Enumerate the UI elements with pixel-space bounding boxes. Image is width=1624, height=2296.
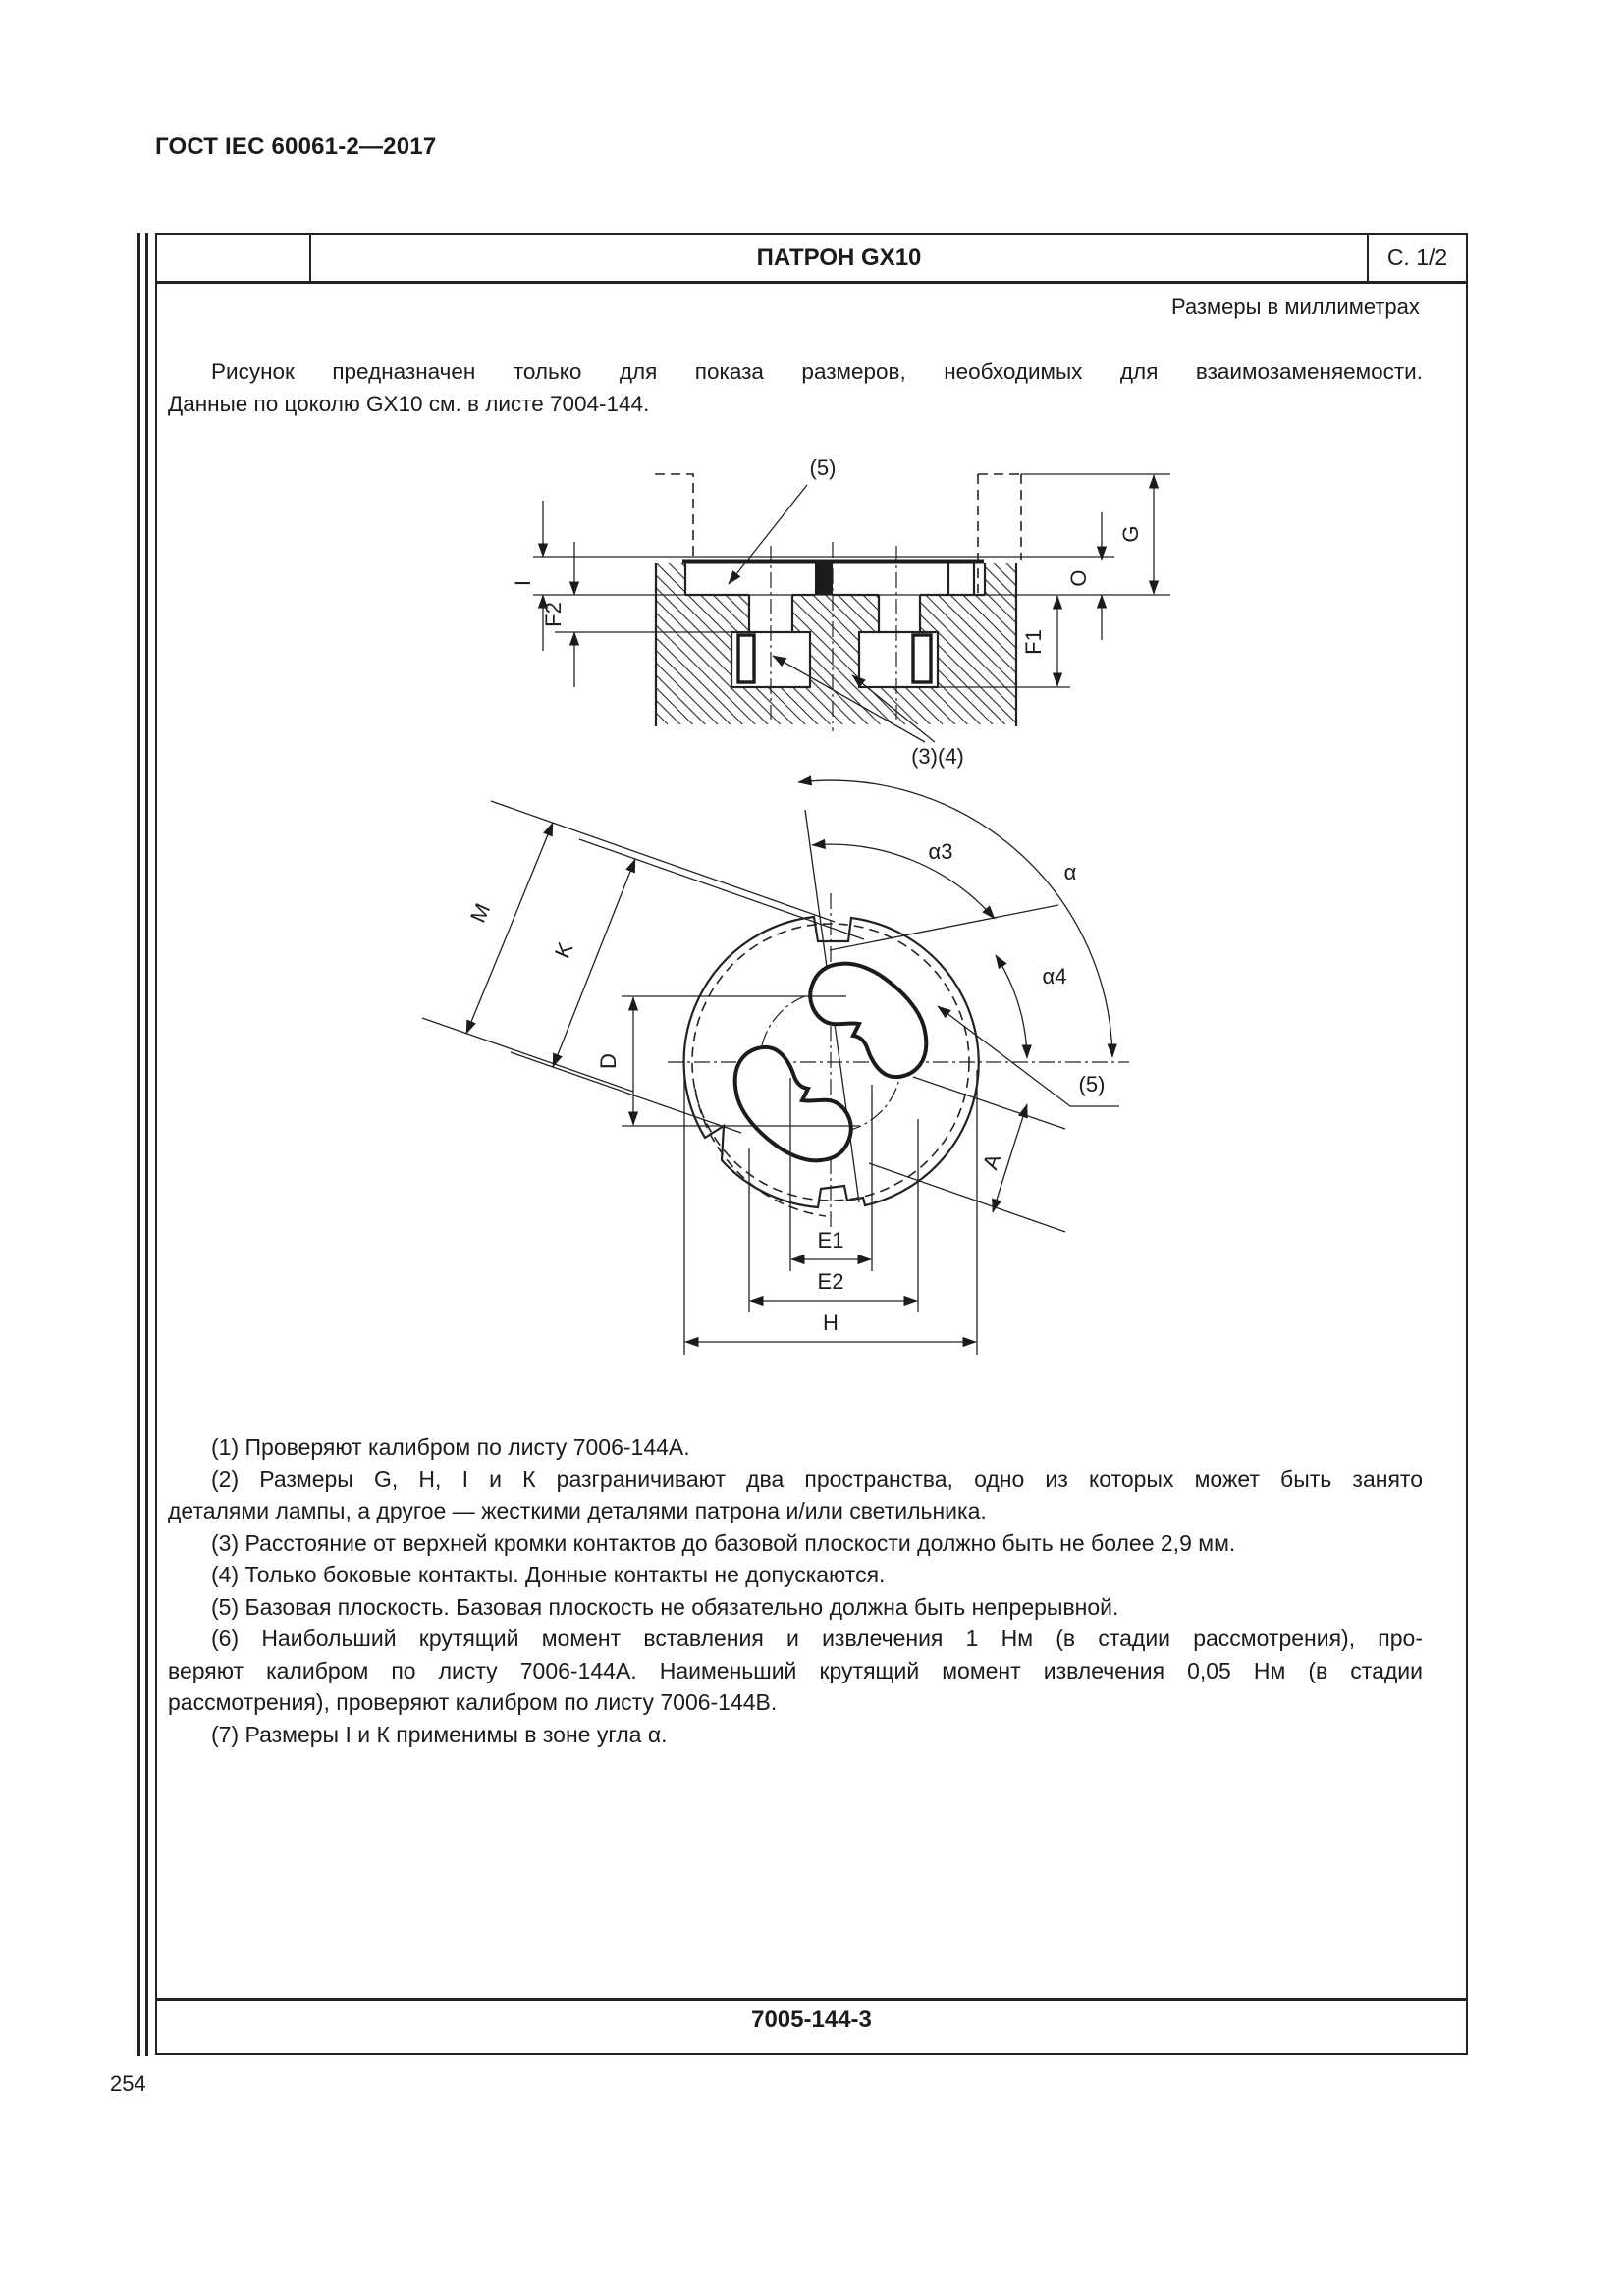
dim-I: I <box>511 501 549 651</box>
mk-extension-lines <box>421 800 865 1134</box>
page-number: 254 <box>110 2071 146 2096</box>
bottom-extension-lines <box>683 1070 978 1355</box>
dim-O-label: O <box>1066 569 1091 586</box>
dim-E2-label: E2 <box>818 1269 844 1294</box>
dim-E2: E2 <box>749 1269 918 1307</box>
channel-walls <box>747 595 922 632</box>
flange-rib <box>815 560 833 595</box>
angle-alpha3-label: α3 <box>929 839 953 864</box>
sheet-page-ref: С. 1/2 <box>1367 235 1466 281</box>
note-2: (2) Размеры G, H, I и К разграничивают д… <box>168 1466 1423 1524</box>
dim-H-label: H <box>823 1310 839 1335</box>
dim-D-label: D <box>596 1053 621 1069</box>
dim-G-label: G <box>1118 525 1143 542</box>
angle-boundary-line <box>829 904 1059 951</box>
note-6: (6) Наибольший крутящий момент вставлени… <box>168 1626 1423 1715</box>
dim-F2: F2 <box>541 542 580 687</box>
side-contact-right <box>911 633 933 684</box>
plan-view: M K D E1 <box>421 775 1129 1355</box>
angle-dimensions: α3 α4 α <box>797 775 1117 1059</box>
arc-alpha3 <box>811 838 996 920</box>
standard-code: ГОСТ IEC 60061-2—2017 <box>155 133 437 160</box>
dim-G: G <box>1118 474 1160 595</box>
leader-5-section: (5) <box>728 455 837 585</box>
footer-divider <box>157 1998 1466 2001</box>
dim-M-label: M <box>465 899 495 926</box>
side-contact-left <box>736 633 756 684</box>
angle-alpha4-label: α4 <box>1043 964 1067 988</box>
angle-alpha-label: α <box>1064 860 1077 884</box>
dim-E1-label: E1 <box>818 1228 844 1253</box>
notes-list: (1) Проверяют калибром по листу 7006-144… <box>168 1431 1423 1750</box>
dim-K-label: K <box>550 938 578 962</box>
dim-I-label: I <box>511 580 535 586</box>
dim-M: M <box>465 822 554 1035</box>
cross-section-view: I F2 G O F1 <box>511 455 1170 769</box>
note-5: (5) Базовая плоскость. Базовая плоскость… <box>211 1593 1119 1620</box>
sheet-number: 7005-144-3 <box>751 2006 872 2033</box>
leader-3-4: (3)(4) <box>772 655 964 769</box>
dim-K: K <box>550 858 636 1068</box>
arc-alpha <box>797 775 1117 1058</box>
intro-paragraph: Рисунок предназначен только для показа р… <box>168 355 1423 420</box>
binding-rule-inner <box>145 233 148 2056</box>
units-note: Размеры в миллиметрах <box>1171 294 1420 319</box>
intro-line: Данные по цоколю GX10 см. в листе 7004-1… <box>168 392 650 416</box>
dim-H: H <box>684 1310 977 1348</box>
recess-walls <box>683 563 987 595</box>
lamp-outline-dashed-right <box>977 473 1024 593</box>
dim-A-label: A <box>978 1150 1006 1173</box>
note-4: (4) Только боковые контакты. Донные конт… <box>211 1562 886 1587</box>
dim-F2-label: F2 <box>541 602 566 627</box>
note-7: (7) Размеры I и К применимы в зоне угла … <box>211 1721 668 1747</box>
sheet-header-row: ПАТРОН GX10 С. 1/2 <box>157 235 1466 284</box>
header-empty-cell <box>157 235 311 281</box>
sheet-frame: ПАТРОН GX10 С. 1/2 <box>155 233 1468 2055</box>
lamp-outline-dashed-left <box>655 473 694 560</box>
dim-A: A <box>868 1076 1066 1233</box>
arc-alpha4 <box>995 954 1032 1059</box>
sheet-title: ПАТРОН GX10 <box>756 243 922 271</box>
note-3: (3) Расстояние от верхней кромки контакт… <box>211 1529 1236 1556</box>
intro-line: Рисунок предназначен только для показа р… <box>211 359 1423 384</box>
contact-slot-lower <box>732 1044 853 1163</box>
contact-pocket-right <box>857 630 940 689</box>
body-side-edges <box>654 563 1018 726</box>
binding-rule-outer <box>137 233 140 2056</box>
lamp-flange-dashed-arc <box>694 1088 827 1217</box>
ref-3-4-label: (3)(4) <box>911 744 964 769</box>
dim-F1: F1 <box>1021 595 1063 687</box>
leader-5-plan: (5) <box>937 1005 1119 1107</box>
dim-O: O <box>1066 512 1108 640</box>
dim-F1-label: F1 <box>1021 629 1046 655</box>
ref-5-plan-label: (5) <box>1079 1072 1106 1096</box>
note-1: (1) Проверяют калибром по листу 7006-144… <box>211 1434 690 1460</box>
lamp-flange-edges <box>947 563 976 595</box>
ref-5-label: (5) <box>810 455 837 480</box>
dim-E1: E1 <box>790 1228 872 1265</box>
contact-slot-upper <box>808 961 929 1080</box>
contact-centre-lines <box>770 542 897 731</box>
